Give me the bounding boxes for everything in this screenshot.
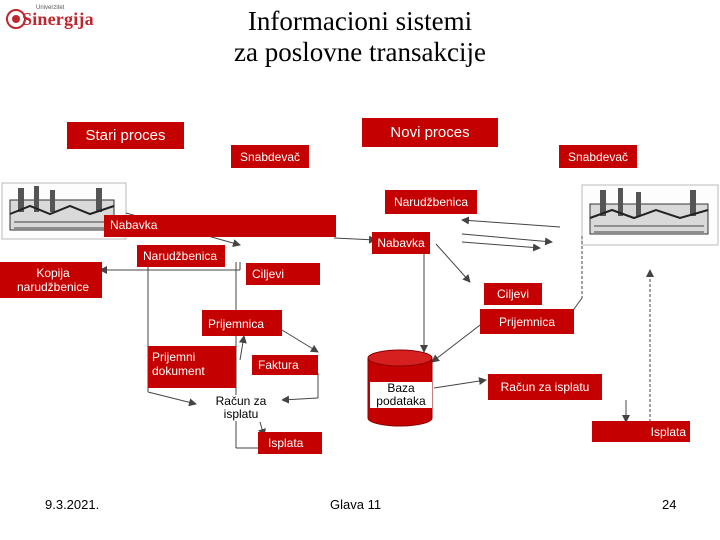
narudzbenica-left-box: Narudžbenica — [137, 245, 225, 267]
stari-proces-box: Stari proces — [67, 122, 184, 149]
snabdevac-right-box: Snabdevač — [559, 145, 637, 168]
kopija-narudzbenice-box: Kopija narudžbenice — [0, 262, 102, 298]
snabdevac-left-box: Snabdevač — [231, 145, 309, 168]
logo-university-text: Univerzitet — [36, 5, 65, 11]
nabavka-left-box: Nabavka — [104, 215, 336, 237]
prijemni-line-2: dokument — [152, 364, 205, 378]
logo-emblem-icon — [6, 9, 26, 29]
prijemnica-left-box: Prijemnica — [202, 310, 282, 336]
footer-page-number: 24 — [662, 497, 677, 512]
title-line-2: za poslovne transakcije — [234, 37, 486, 67]
prijemni-line-1: Prijemni — [152, 350, 196, 364]
racun-line-1: Račun za — [215, 394, 267, 408]
ciljevi-left-box: Ciljevi — [246, 263, 320, 285]
kopija-line-2: narudžbenice — [16, 280, 90, 294]
racun-za-isplatu-box: Račun za isplatu — [488, 374, 602, 400]
prijemnica-right-box: Prijemnica — [480, 309, 574, 334]
title-line-1: Informacioni sistemi — [247, 6, 473, 36]
baza-line-1: Baza — [387, 381, 415, 395]
footer-date: 9.3.2021. — [45, 497, 100, 512]
isplata-left-box: Isplata — [258, 432, 322, 454]
footer-chapter: Glava 11 — [330, 497, 382, 512]
university-logo — [6, 6, 98, 34]
kopija-line-1: Kopija — [36, 266, 70, 280]
baza-podataka-label: Baza podataka — [370, 382, 432, 408]
prijemni-dokument-box: Prijemni dokument — [148, 346, 236, 388]
racun-line-2: isplatu — [223, 407, 259, 421]
narudzbenica-top-box: Narudžbenica — [385, 190, 477, 214]
logo-wordmark: Sinergija — [22, 9, 94, 29]
factory-right-icon — [581, 184, 719, 246]
slide-title: Informacioni sistemi za poslovne transak… — [150, 6, 570, 68]
novi-proces-box: Novi proces — [362, 118, 498, 147]
baza-line-2: podataka — [376, 394, 426, 408]
isplata-right-box: Isplata — [592, 421, 690, 442]
nabavka-right-box: Nabavka — [372, 232, 430, 254]
ciljevi-right-box: Ciljevi — [484, 283, 542, 305]
faktura-box: Faktura — [252, 355, 318, 375]
racun-za-isplatu-label: Račun za isplatu — [200, 395, 282, 421]
